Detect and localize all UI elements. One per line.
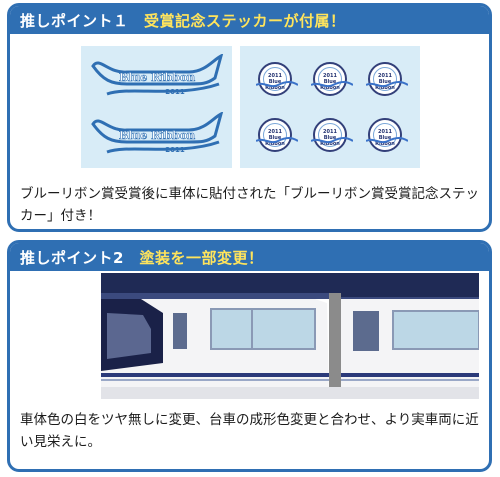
point1-header: 推しポイント１ 受賞記念ステッカーが付属！ (10, 6, 489, 34)
point2-heading: 推しポイント2 塗装を一部変更！ (20, 247, 263, 268)
ribbon-year: 2011 (165, 88, 185, 96)
point1-description: ブルーリボン賞受賞後に車体に貼付された「ブルーリボン賞受賞記念ステッカー」付き！ (20, 186, 479, 224)
point2-card: 推しポイント2 塗装を一部変更！ (7, 240, 492, 472)
point1-title: 受賞記念ステッカーが付属！ (144, 12, 346, 30)
point2-label: 推しポイント2 (20, 249, 124, 267)
point2-title: 塗装を一部変更！ (139, 249, 264, 267)
ribbon-text: Blue Ribbon (119, 129, 195, 142)
point2-header: 推しポイント2 塗装を一部変更！ (10, 243, 489, 271)
ribbon-text: Blue Ribbon (119, 71, 195, 84)
train-model-image (101, 273, 479, 399)
point1-card: 推しポイント１ 受賞記念ステッカーが付属！ Blue Ribbon 2011 B… (7, 3, 492, 232)
blue-ribbon-sticker-icon: Blue Ribbon 2011 (89, 111, 225, 158)
blue-ribbon-sticker-icon: Blue Ribbon 2011 (89, 53, 225, 100)
point1-label: 推しポイント１ (20, 12, 129, 30)
point1-heading: 推しポイント１ 受賞記念ステッカーが付属！ (20, 10, 346, 31)
point2-description: 車体色の白をツヤ無しに変更、台車の成形色変更と合わせ、より実車両に近い見栄えに。 (20, 412, 479, 450)
ribbon-sticker-sheet: Blue Ribbon 2011 Blue Ribbon 2011 (81, 46, 232, 168)
ribbon-year: 2011 (165, 146, 185, 154)
